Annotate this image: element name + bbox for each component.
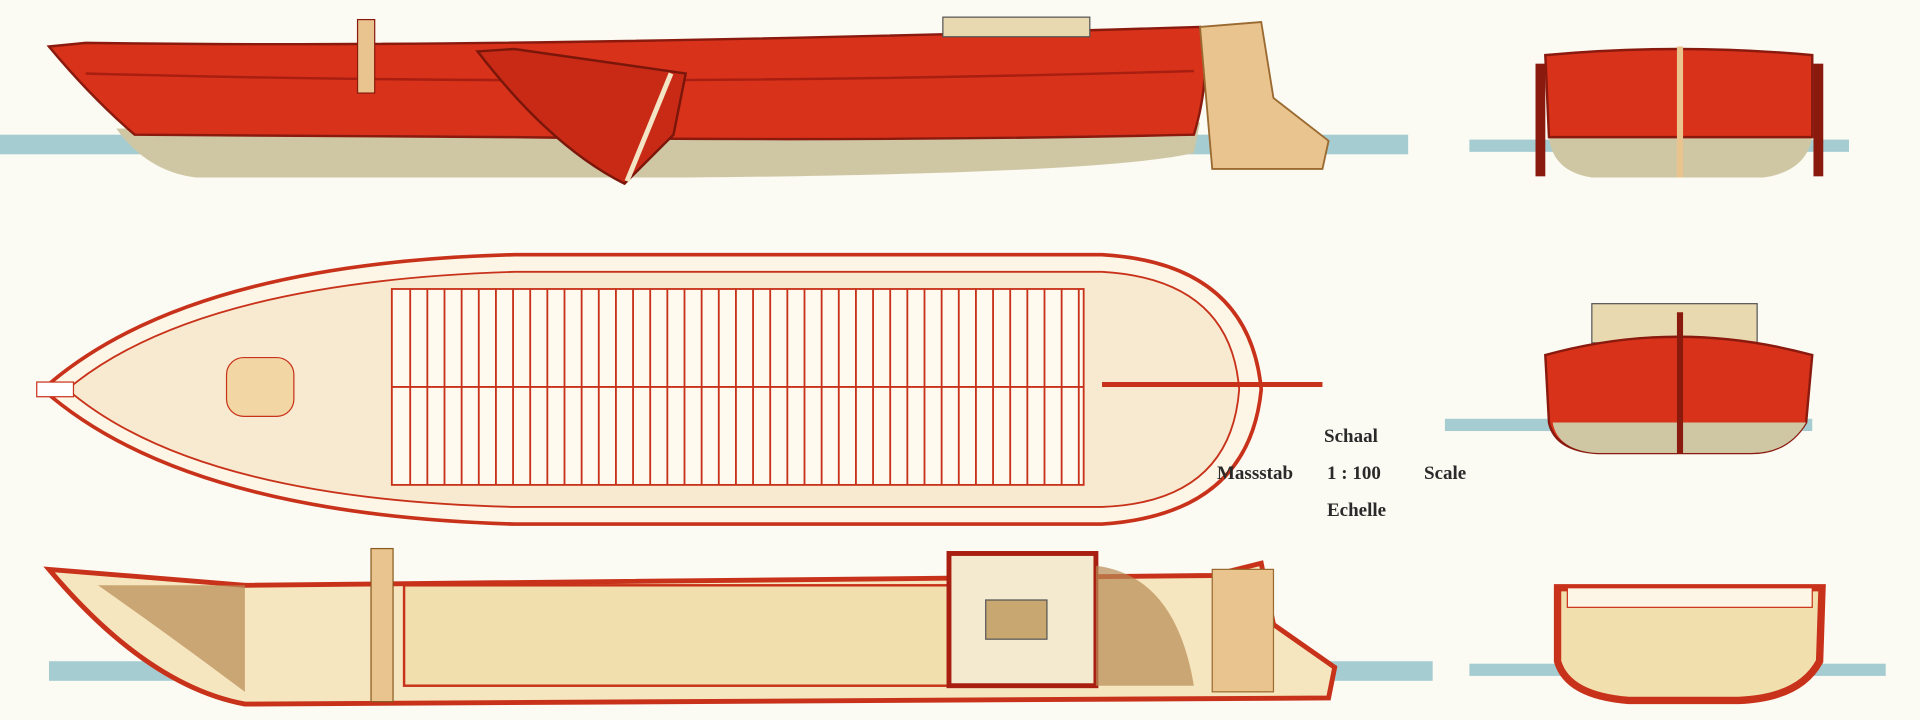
- stern-view: [1469, 46, 1849, 178]
- scale-ratio: 1 : 100: [1327, 463, 1381, 484]
- mast-post: [370, 547, 394, 703]
- deck-plan: [36, 252, 1323, 526]
- rudder: [1199, 21, 1330, 170]
- cross-section: [1469, 584, 1886, 705]
- hatch-covers: [390, 288, 1085, 486]
- rudder-section: [1211, 568, 1275, 693]
- scale-label-scale: Scale: [1424, 463, 1467, 484]
- hold: [402, 584, 951, 687]
- mast-step: [225, 356, 295, 417]
- longitudinal-section: [43, 547, 1433, 707]
- side-elevation: [0, 16, 1409, 186]
- cabin: [942, 16, 1091, 38]
- scale-label-massstab: Massstab: [1217, 463, 1294, 484]
- bow-view: [1444, 303, 1814, 455]
- mast-tabernacle: [356, 18, 376, 94]
- leeboard: [475, 47, 688, 186]
- scale-label-schaal: Schaal: [1324, 426, 1378, 447]
- scale-label-echelle: Echelle: [1327, 500, 1387, 521]
